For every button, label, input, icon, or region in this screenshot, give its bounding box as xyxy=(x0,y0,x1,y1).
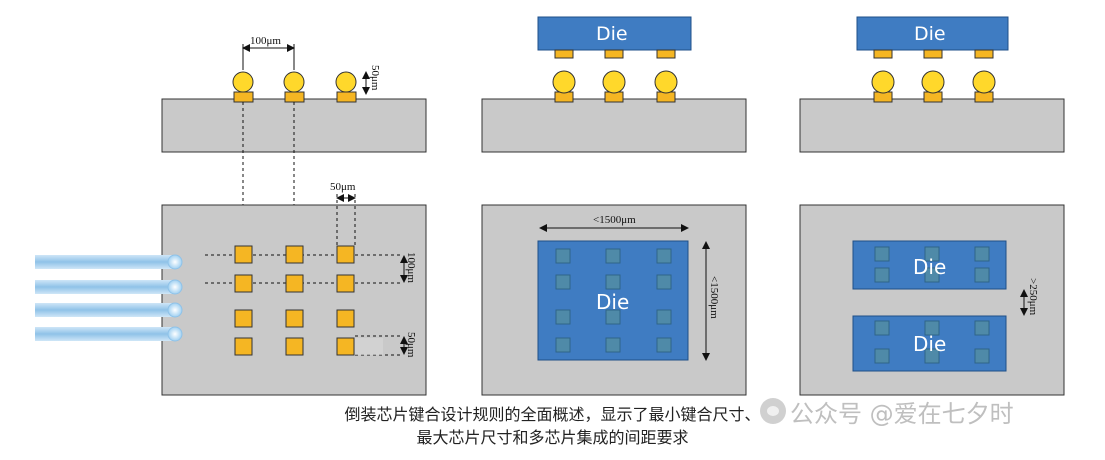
pitch-label: 100μm xyxy=(250,35,281,47)
pad-array xyxy=(234,245,355,356)
die-side-3 xyxy=(856,16,1009,51)
panel3-side-view: Die xyxy=(799,16,1065,153)
bump-3 xyxy=(335,71,357,103)
die-width-label: <1500μm xyxy=(593,214,636,226)
wechat-icon xyxy=(760,398,786,424)
panel3-top-view: Die Die >250μm xyxy=(799,204,1065,396)
die-top-a-label: Die xyxy=(913,255,946,279)
die-top-b-label: Die xyxy=(913,332,946,356)
panel1-top-view: 50μm 100μm 50μm xyxy=(35,181,427,396)
probe-needles xyxy=(35,254,183,342)
substrate-side-2 xyxy=(481,98,747,153)
substrate-side xyxy=(161,98,427,153)
watermark: 公众号 @爱在七夕时 xyxy=(760,392,1100,432)
substrate-side-3 xyxy=(799,98,1065,153)
die-side xyxy=(537,16,692,51)
caption-line-1: 倒装芯片键合设计规则的全面概述，显示了最小键合尺寸、 xyxy=(344,405,761,424)
die-pads xyxy=(555,248,672,353)
spacing-label: 50μm xyxy=(405,332,417,358)
pad-width-label: 50μm xyxy=(330,181,356,193)
die-side-3-label: Die xyxy=(914,23,946,45)
panel2-top-view: Die <1500μm <1500μm xyxy=(481,204,747,396)
vertical-pitch-label: 100μm xyxy=(405,252,417,283)
watermark-text: 公众号 @爱在七夕时 xyxy=(790,400,1014,428)
panel2-side-view: Die xyxy=(481,16,747,153)
die-side-label: Die xyxy=(596,23,628,45)
bump-height-label: 50μm xyxy=(369,65,381,91)
die-top-label: Die xyxy=(596,290,629,314)
panel1-side-view: 100μm 50μm xyxy=(161,35,427,153)
die-height-label: <1500μm xyxy=(708,276,720,319)
substrate-top xyxy=(161,204,427,396)
bump-1 xyxy=(232,71,254,103)
caption-line-2: 最大芯片尺寸和多芯片集成的间距要求 xyxy=(416,428,689,447)
bump-2 xyxy=(283,71,305,103)
die-gap-label: >250μm xyxy=(1027,278,1039,316)
